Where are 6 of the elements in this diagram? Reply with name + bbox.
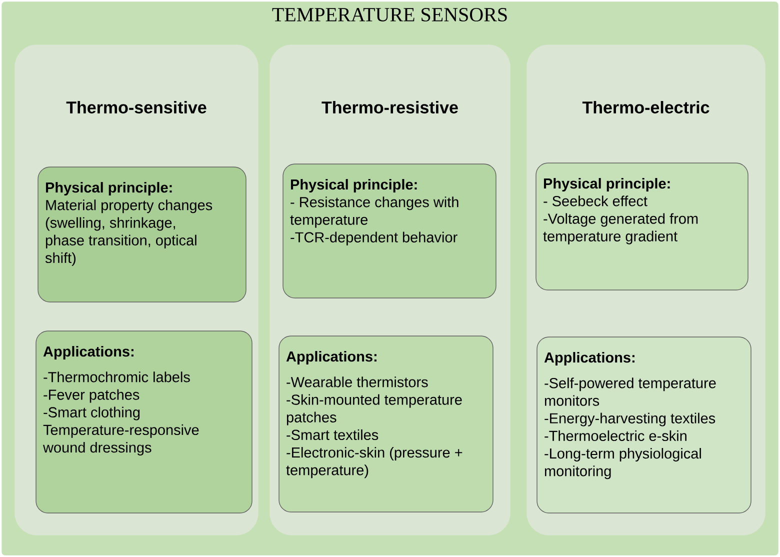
info-box: Applications: -Wearable thermistors -Skin-mounted temperature patches -Smart textiles -Electronic-skin (pressure + temperature) (278, 336, 494, 512)
info-box: Physical principle: - Seebeck effect -Voltage generated from temperature gradient (536, 162, 748, 290)
info-box: Applications: -Thermochromic labels -Fever patches -Smart clothing Temperature-responsive wound dressings (36, 330, 252, 514)
info-box: Physical principle: - Resistance changes with temperature -TCR-dependent behavior (282, 164, 496, 298)
info-box: Physical principle: Material property changes (swelling, shrinkage, phase transition, optical shift) (38, 166, 246, 302)
info-box: Applications: -Self-powered temperature monitors -Energy-harvesting textiles -Thermoelectric e-skin -Long-term physiological monitoring (536, 336, 752, 514)
